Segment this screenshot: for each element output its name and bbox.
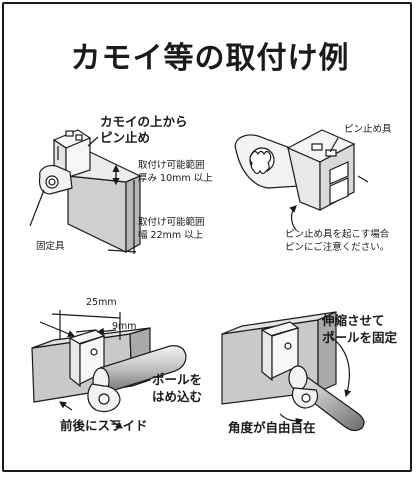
- lintel-block-side: [125, 175, 141, 254]
- pole-insert: [99, 345, 187, 395]
- stretch-line1: 伸縮させて: [322, 313, 385, 328]
- pole-insert-line1: ポールを: [152, 372, 203, 387]
- panel1-depth-line1: 取付け可能範囲: [138, 160, 205, 171]
- panel1-diagram: [29, 129, 142, 254]
- slide-label: 前後にスライド: [60, 418, 148, 433]
- panel1-width-line1: 取付け可能範囲: [138, 217, 205, 228]
- panel1-callout-line1: カモイの上から: [100, 114, 188, 129]
- clamp-front: [65, 137, 91, 179]
- page-title: カモイ等の取付け例: [70, 41, 350, 76]
- pin-stopper-label: ピン止め具: [344, 124, 392, 135]
- panel1-width-line2: 幅 22mm 以上: [138, 230, 204, 241]
- angle-label: 角度が自由自在: [228, 420, 316, 435]
- panel1-callout-line2: ピン止め: [100, 130, 151, 145]
- panel4-diagram: [221, 311, 365, 432]
- pole-insert-line2: はめ込む: [152, 389, 203, 404]
- pole-fixed: [291, 371, 365, 432]
- outer-frame: [2, 2, 412, 472]
- lintel-block-front: [67, 175, 127, 253]
- panel2-diagram: [234, 129, 369, 231]
- panel2-note-line1: ピン止め具を起こす場合: [285, 229, 390, 240]
- dim-9mm-label: 9mm: [112, 321, 137, 332]
- panel2-note-line2: ピンにご注意ください。: [285, 242, 390, 253]
- panel3-diagram: [31, 310, 187, 429]
- panel1-depth-line2: 厚み 10mm 以上: [138, 173, 213, 184]
- fixture-label: 固定具: [36, 241, 65, 252]
- dim-25mm-label: 25mm: [86, 297, 117, 308]
- stretch-line2: ポールを固定: [322, 330, 398, 345]
